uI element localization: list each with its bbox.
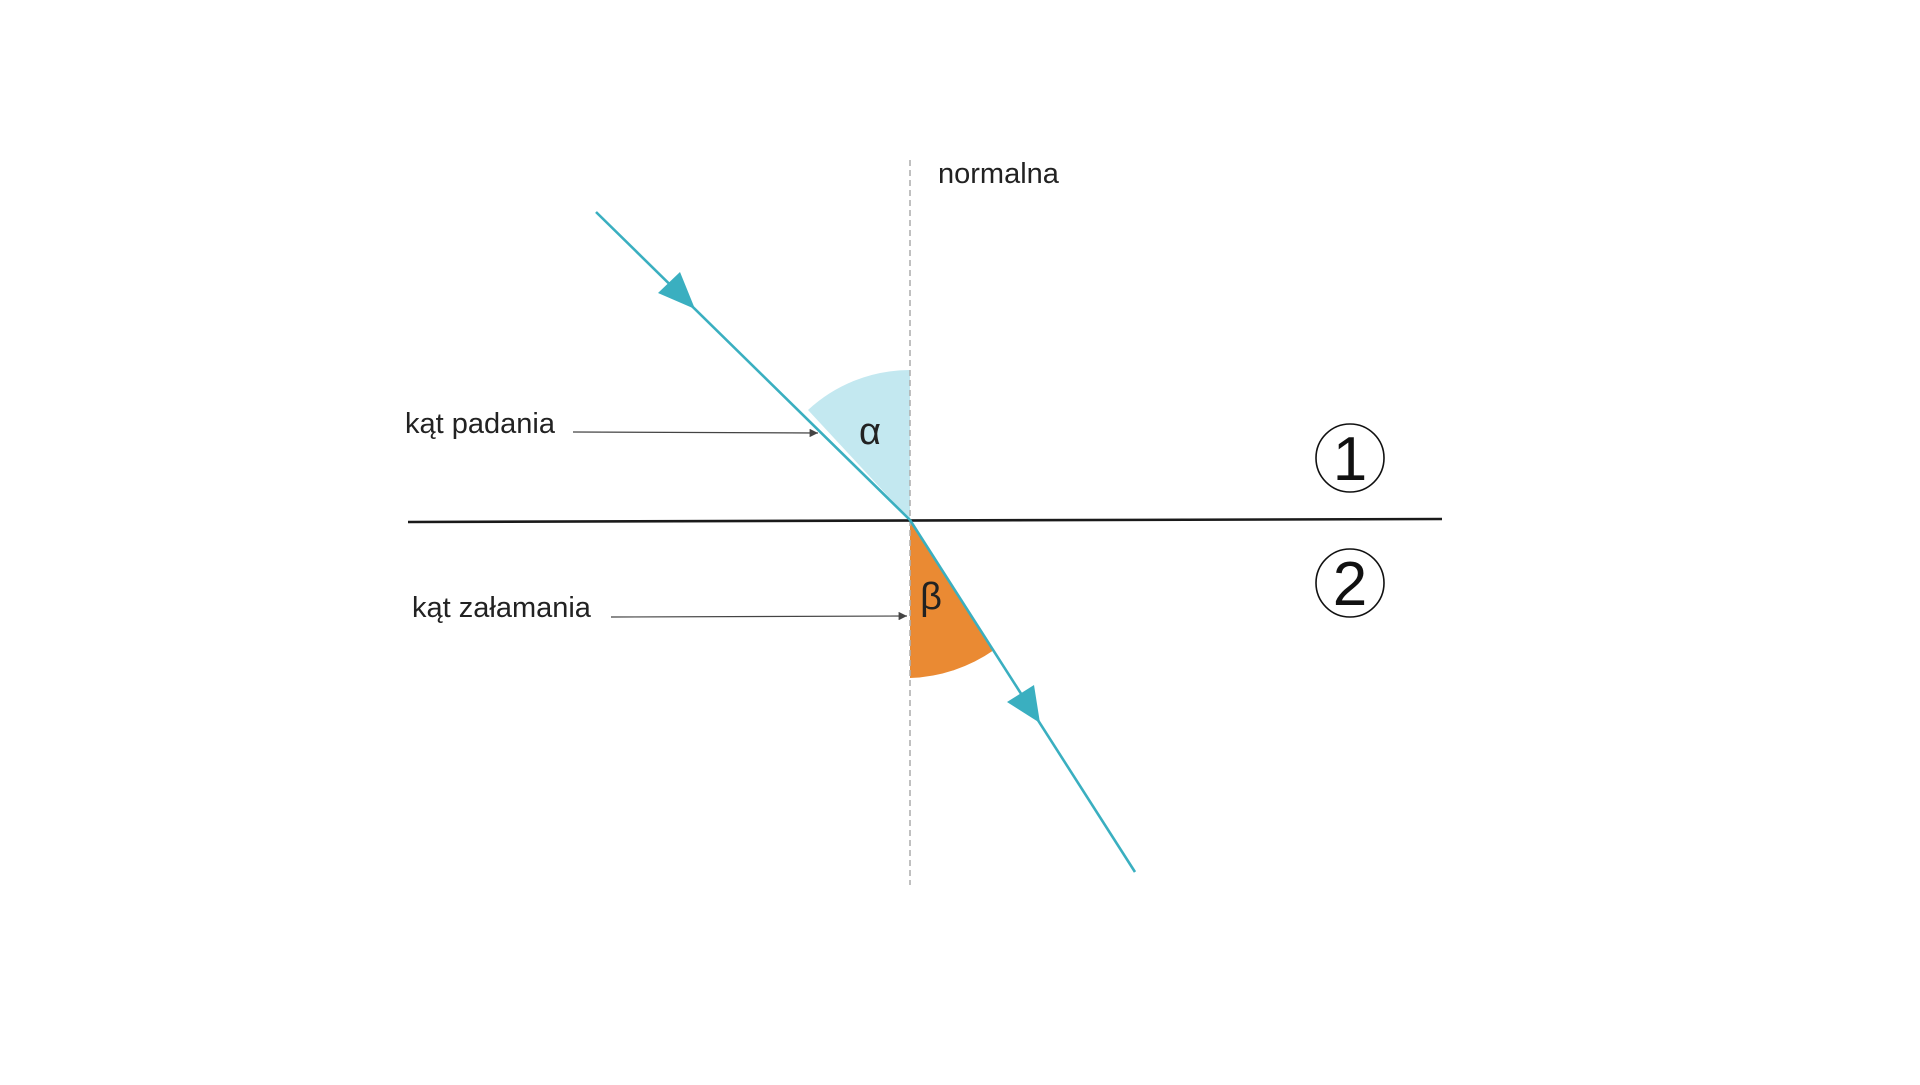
incident-ray bbox=[595, 211, 911, 521]
medium-1-number: 1 bbox=[1333, 425, 1367, 494]
incidence-pointer-arrow bbox=[572, 428, 819, 438]
interface-line bbox=[407, 517, 1443, 524]
medium-2-circle bbox=[1315, 548, 1385, 618]
refraction-pointer-arrow bbox=[610, 611, 908, 621]
angle-of-refraction-label: kąt załamania bbox=[412, 592, 592, 624]
normal-label: normalna bbox=[938, 158, 1060, 190]
incident-ray-arrowhead bbox=[658, 272, 695, 309]
beta-symbol: β bbox=[920, 576, 942, 618]
angle-of-incidence-label: kąt padania bbox=[405, 408, 556, 440]
medium-1-circle bbox=[1315, 423, 1385, 493]
refraction-angle-sector bbox=[910, 520, 994, 678]
medium-2-number: 2 bbox=[1333, 550, 1367, 619]
refracted-ray-arrowhead bbox=[1007, 685, 1040, 723]
alpha-symbol: α bbox=[859, 411, 881, 453]
incidence-angle-sector bbox=[808, 370, 910, 520]
